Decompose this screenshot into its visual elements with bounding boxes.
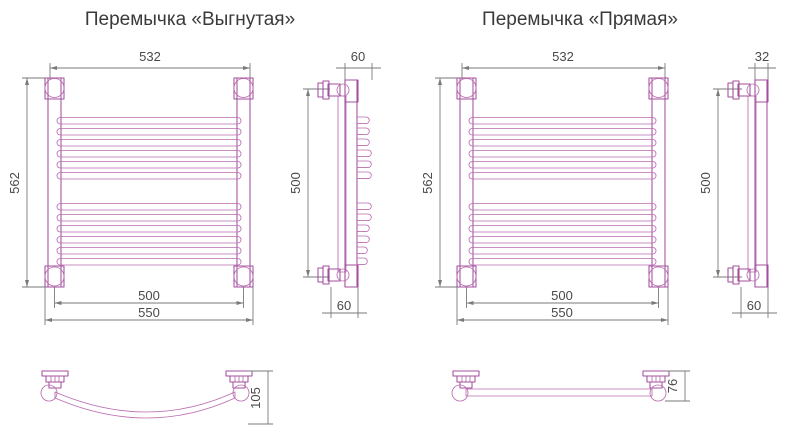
dimension-label-500-left-side: 500 [288, 172, 303, 194]
front-view-curved [44, 77, 254, 288]
dimension-width-550-left: 550 [44, 287, 254, 325]
dimension-depth-76-right: 76 [665, 370, 690, 402]
dimension-width-550-right: 550 [456, 287, 669, 325]
dimension-label-105-left: 105 [248, 387, 263, 409]
dimension-width-500-right: 500 [466, 287, 659, 308]
dimension-label-532-left: 532 [139, 49, 161, 64]
dimension-width-500-left: 500 [54, 287, 244, 308]
dimension-label-550-left: 550 [138, 305, 160, 320]
dimension-width-532-left: 532 [49, 49, 251, 80]
dimension-label-500-right-side: 500 [698, 172, 713, 194]
dimension-depth-60-left-top: 60 [336, 49, 381, 80]
dimension-height-562-right: 562 [420, 77, 464, 288]
dimension-depth-60-right-bottom: 60 [732, 287, 777, 318]
figure-title-curved: Перемычка «Выгнутая» [85, 9, 295, 30]
dimension-label-550-right: 550 [551, 305, 573, 320]
side-view-straight [727, 79, 769, 288]
side-view-curved [317, 79, 372, 288]
dimension-depth-60-left-bottom: 60 [322, 287, 367, 318]
dimension-height-562-left: 562 [7, 77, 52, 288]
dimension-label-500-left: 500 [138, 288, 160, 303]
dimension-label-60-left-bottom: 60 [337, 298, 351, 313]
dimension-height-500-left: 500 [288, 88, 330, 278]
dimension-label-60-left-top: 60 [351, 49, 365, 64]
plan-view-curved-bar [40, 370, 253, 419]
dimension-height-500-right: 500 [698, 88, 742, 278]
front-view-straight [456, 77, 669, 288]
dimension-label-60-right-bottom: 60 [747, 298, 761, 313]
dimension-width-532-right: 532 [461, 49, 666, 80]
dimension-label-562-right: 562 [420, 172, 435, 194]
dimension-label-500-right: 500 [551, 288, 573, 303]
figure-title-straight: Перемычка «Прямая» [482, 9, 678, 30]
dimension-depth-105-left: 105 [248, 370, 273, 425]
plan-view-straight-bar [451, 370, 670, 402]
dimension-label-32-right-top: 32 [755, 49, 769, 64]
dimension-depth-32-right-top: 32 [748, 49, 776, 80]
dimension-label-532-right: 532 [552, 49, 574, 64]
dimension-label-562-left: 562 [7, 172, 22, 194]
dimension-label-76-right: 76 [665, 379, 680, 393]
